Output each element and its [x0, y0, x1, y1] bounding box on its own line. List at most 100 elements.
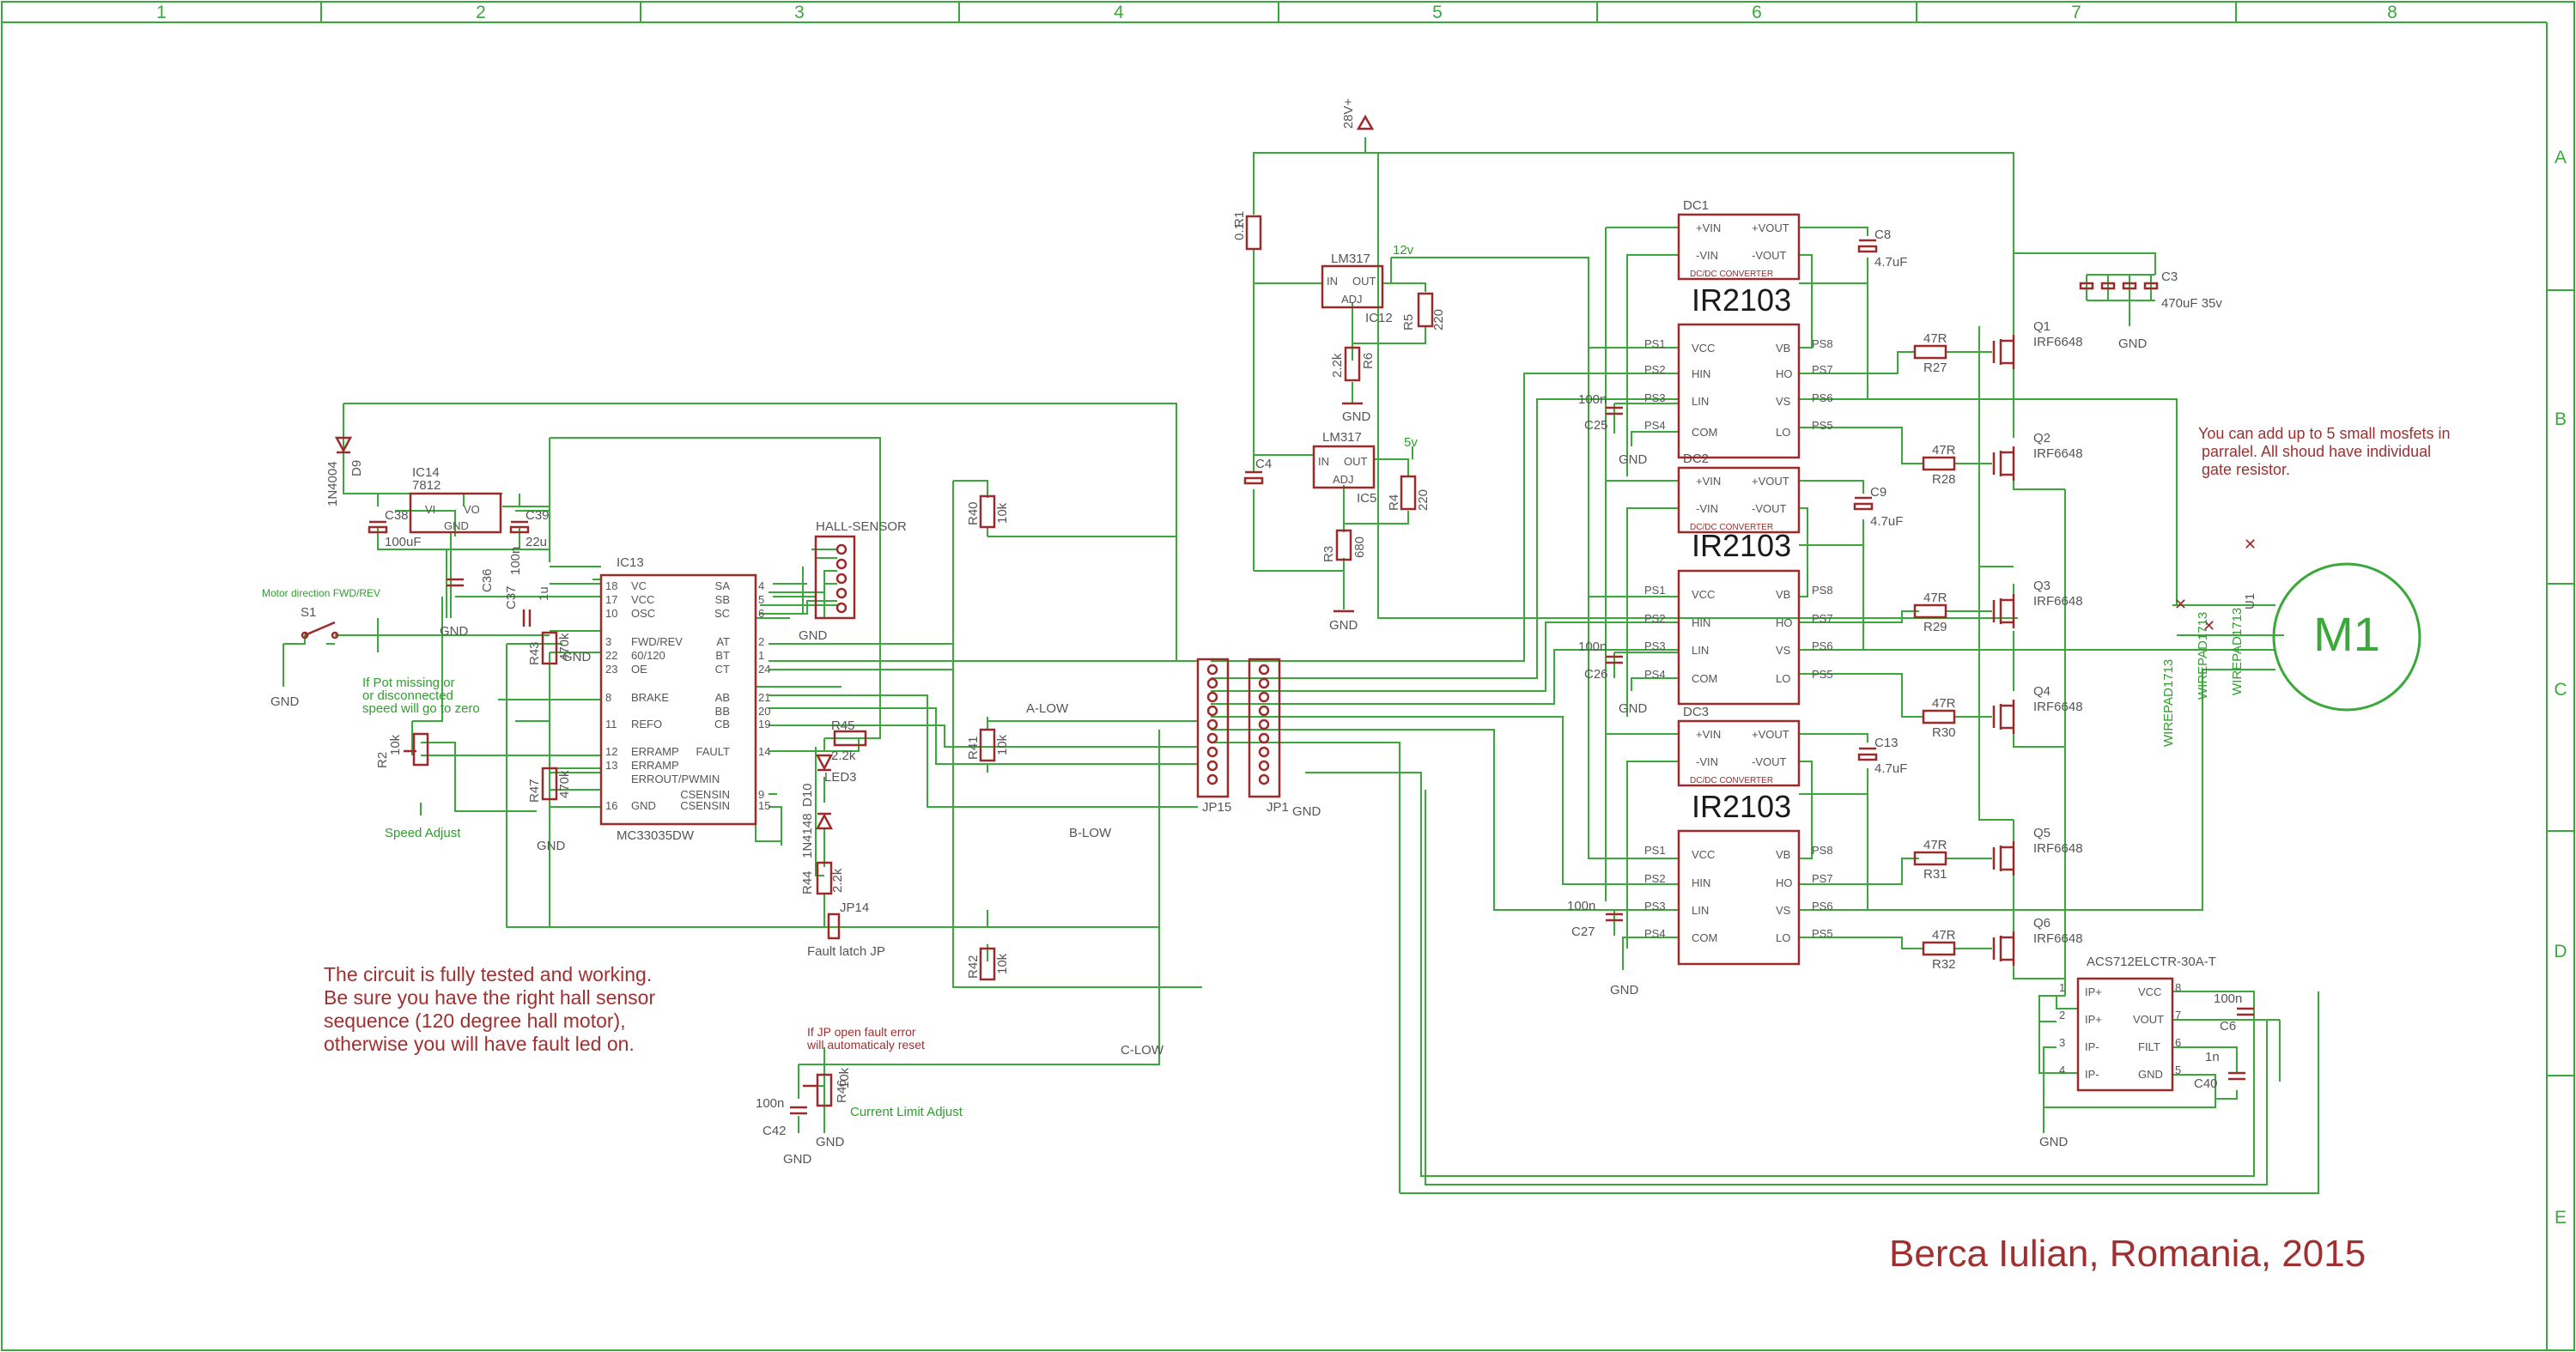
grid-row-c: C — [2554, 680, 2567, 700]
svg-text:3: 3 — [605, 635, 611, 648]
svg-text:R30: R30 — [1932, 725, 1956, 740]
svg-text:21: 21 — [758, 691, 770, 704]
svg-text:11: 11 — [605, 718, 617, 731]
svg-text:C25: C25 — [1584, 418, 1608, 433]
gate-driver-ir2103-3: IR2103 VCC HIN LIN COM VB HO VS LO PS1 P… — [1644, 789, 1833, 966]
regulator-ic14: IC14 7812 VI VO GND — [409, 465, 502, 534]
svg-text:R4: R4 — [1387, 494, 1401, 511]
svg-text:17: 17 — [605, 593, 617, 606]
svg-text:WIREPAD1713: WIREPAD1713 — [2196, 612, 2210, 700]
svg-text:ERRAMP: ERRAMP — [631, 745, 679, 758]
svg-text:If JP open fault error: If JP open fault error — [807, 1025, 916, 1039]
svg-text:PS2: PS2 — [1644, 872, 1666, 885]
svg-text:15: 15 — [758, 799, 770, 812]
svg-text:4.7uF: 4.7uF — [1874, 255, 1907, 270]
gate-driver-ir2103-1: IR2103 VCC HIN LIN COM VB HO VS LO PS1 P… — [1644, 282, 1833, 459]
svg-text:S1: S1 — [301, 605, 316, 620]
svg-text:C39: C39 — [526, 508, 550, 523]
svg-text:COM: COM — [1692, 931, 1717, 944]
svg-text:R40: R40 — [966, 501, 981, 525]
svg-text:IC12: IC12 — [1365, 311, 1393, 325]
svg-text:VB: VB — [1776, 588, 1790, 601]
svg-text:100n: 100n — [2214, 991, 2242, 1006]
svg-text:680: 680 — [1352, 537, 1367, 558]
svg-text:7812: 7812 — [412, 478, 440, 493]
hall-sensor-connector[interactable]: HALL-SENSOR GND — [799, 519, 907, 643]
connector-jp1[interactable]: JP1 GND — [1248, 658, 1321, 819]
svg-text:IRF6648: IRF6648 — [2033, 335, 2083, 349]
resistor-r5: R5 220 — [1401, 292, 1446, 330]
svg-text:9: 9 — [758, 788, 764, 801]
svg-text:DC/DC CONVERTER: DC/DC CONVERTER — [1690, 776, 1773, 785]
grid-row-b: B — [2555, 409, 2567, 429]
svg-text:-VIN: -VIN — [1696, 755, 1718, 768]
svg-text:WIREPAD1713: WIREPAD1713 — [2230, 608, 2245, 695]
connector-jp15[interactable]: JP15 — [1196, 658, 1231, 815]
svg-text:HO: HO — [1776, 367, 1793, 380]
svg-text:22: 22 — [605, 649, 617, 662]
capacitor-c8: C8 4.7uF — [1857, 227, 1907, 270]
supply-28v: 28V+ — [1341, 98, 1375, 130]
svg-text:LIN: LIN — [1692, 644, 1709, 657]
svg-text:speed will go to zero: speed will go to zero — [362, 701, 480, 716]
svg-text:HO: HO — [1776, 876, 1793, 889]
svg-text:GND: GND — [631, 799, 656, 812]
svg-text:6: 6 — [758, 607, 764, 620]
svg-text:-VIN: -VIN — [1696, 502, 1718, 515]
capacitor-c9: C9 4.7uF — [1853, 485, 1903, 529]
svg-text:1: 1 — [2059, 981, 2065, 994]
svg-text:GND: GND — [440, 624, 469, 639]
net-label-b-low: B-LOW — [1069, 826, 1112, 840]
svg-text:LM317: LM317 — [1322, 430, 1362, 445]
svg-text:ADJ: ADJ — [1341, 293, 1363, 306]
svg-text:LIN: LIN — [1692, 904, 1709, 917]
svg-text:C6: C6 — [2220, 1019, 2236, 1034]
svg-text:3: 3 — [2059, 1036, 2065, 1049]
credit-text: Berca Iulian, Romania, 2015 — [1889, 1233, 2366, 1275]
svg-text:VCC: VCC — [2138, 985, 2161, 998]
resistor-r40: R40 10k — [966, 494, 1010, 529]
svg-text:IC5: IC5 — [1357, 491, 1376, 506]
svg-text:DC3: DC3 — [1683, 705, 1709, 719]
svg-text:PS1: PS1 — [1644, 337, 1666, 350]
jumper-jp14[interactable]: JP14 Fault latch JP — [807, 900, 885, 959]
switch-s1[interactable]: S1 GND Motor direction FWD/REV — [262, 587, 380, 709]
svg-text:-VOUT: -VOUT — [1752, 502, 1787, 515]
potentiometer-r46[interactable]: R46 10k Current Limit Adjust GND — [803, 1067, 963, 1149]
gnd-symbol: GND — [1329, 609, 1358, 633]
svg-text:GND: GND — [1329, 618, 1358, 633]
svg-text:100uF: 100uF — [385, 535, 422, 549]
svg-text:JP1: JP1 — [1267, 800, 1289, 815]
svg-text:C8: C8 — [1874, 227, 1891, 242]
svg-text:IC14: IC14 — [412, 465, 440, 480]
svg-text:2: 2 — [2059, 1009, 2065, 1022]
svg-text:PS3: PS3 — [1644, 640, 1666, 652]
svg-text:1N4148: 1N4148 — [800, 813, 815, 858]
svg-text:✕: ✕ — [2174, 596, 2187, 613]
capacitor-c26: 100n C26 GND — [1578, 640, 1648, 716]
potentiometer-r2[interactable]: R2 10k Speed Adjust — [375, 732, 461, 840]
svg-text:VC: VC — [631, 579, 647, 592]
svg-text:R2: R2 — [375, 752, 390, 768]
grid-row-a: A — [2555, 148, 2567, 167]
svg-text:✕: ✕ — [2202, 617, 2215, 634]
svg-text:ERROUT/PWMIN: ERROUT/PWMIN — [631, 773, 720, 785]
pot-note: If Pot missing or or disconnected speed … — [362, 676, 480, 716]
svg-text:or disconnected: or disconnected — [362, 688, 453, 703]
note-tested: The circuit is fully tested and working.… — [324, 963, 655, 1055]
svg-text:R27: R27 — [1923, 361, 1947, 375]
svg-text:20: 20 — [758, 705, 770, 718]
svg-text:OUT: OUT — [1344, 455, 1368, 468]
svg-text:OSC: OSC — [631, 607, 655, 620]
grid-column-labels: 1 2 3 4 5 6 7 8 — [156, 3, 2397, 22]
dc-converter-dc2: DC2 +VIN -VIN +VOUT -VOUT DC/DC CONVERTE… — [1677, 452, 1801, 534]
svg-text:IRF6648: IRF6648 — [2033, 841, 2083, 856]
svg-text:GND: GND — [562, 650, 592, 664]
svg-text:HALL-SENSOR: HALL-SENSOR — [816, 519, 907, 534]
capacitor-c27: 100n C27 GND — [1567, 899, 1639, 997]
